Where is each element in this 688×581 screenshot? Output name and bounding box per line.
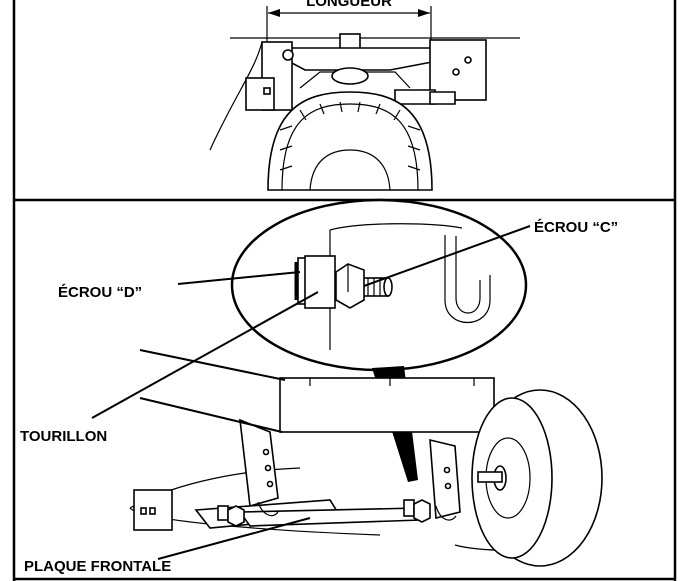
length-label: LONGUEUR (306, 0, 392, 10)
top-panel: LONGUEUR (209, 0, 520, 191)
detail-magnifier (230, 198, 528, 372)
nut-c-label: ÉCROU “C” (534, 219, 618, 236)
front-plate-label: PLAQUE FRONTALE (24, 558, 171, 575)
mower-deck (129, 377, 561, 551)
trunnion-label: TOURILLON (20, 428, 107, 445)
figure-frame (12, 0, 677, 581)
nut-d-label: ÉCROU “D” (58, 284, 142, 301)
gauge-wheel (471, 389, 603, 567)
top-tire (267, 91, 433, 191)
length-dimension: LONGUEUR (266, 0, 432, 50)
leader-lines (91, 225, 531, 560)
top-axle-assembly (245, 33, 487, 111)
bottom-panel: ÉCROU “C” ÉCROU “D” TOURILLON PLAQUE FRO… (20, 198, 618, 575)
